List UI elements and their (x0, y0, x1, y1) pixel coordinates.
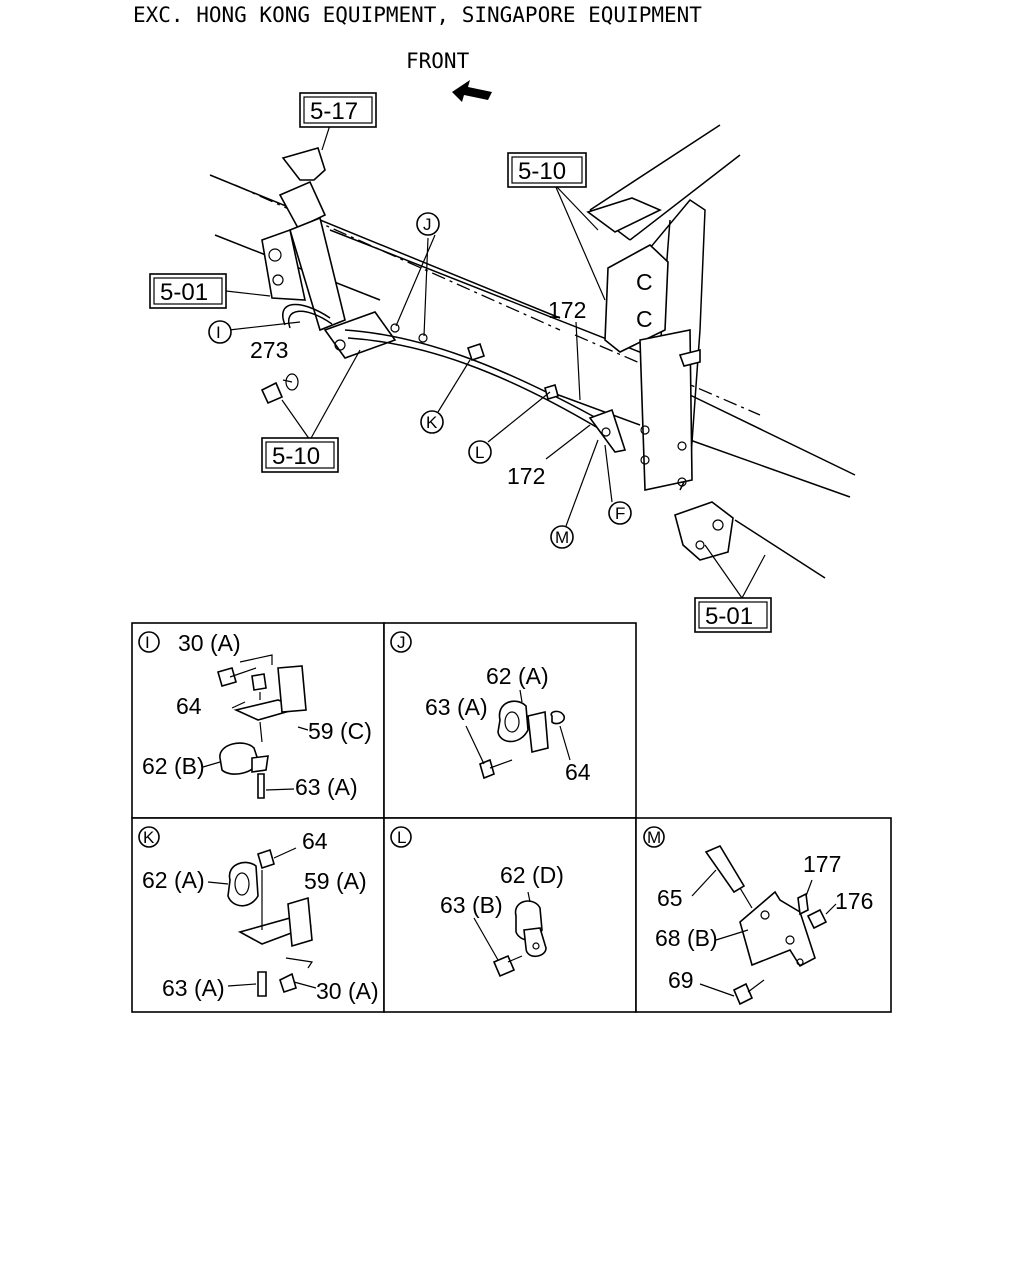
svg-text:5-01: 5-01 (705, 603, 753, 630)
ref-box-5-10-top[interactable]: 5-10 (507, 152, 587, 188)
svg-text:M: M (647, 828, 661, 847)
detail-I-part-0: 30 (A) (178, 630, 241, 656)
svg-text:L: L (397, 828, 406, 847)
svg-text:J: J (397, 633, 406, 652)
svg-text:C: C (636, 306, 653, 332)
detail-panel-J: J 62 (A) 63 (A) 64 (390, 631, 591, 785)
main-leader-lines (225, 124, 766, 599)
detail-K-part-2: 59 (A) (304, 868, 367, 894)
detail-I-part-4: 63 (A) (295, 774, 358, 800)
callout-L[interactable]: L (468, 440, 492, 464)
callout-F[interactable]: F (608, 501, 632, 525)
callout-J[interactable]: J (416, 212, 440, 236)
detail-L-part-1: 63 (B) (440, 892, 503, 918)
detail-panel-M: M 177 65 176 68 (B) 69 (643, 826, 873, 1006)
brake-lever-assembly (260, 147, 627, 453)
detail-I-part-3: 62 (B) (142, 753, 205, 779)
detail-M-part-1: 65 (657, 885, 683, 911)
svg-text:F: F (615, 504, 625, 523)
detail-J-part-1: 63 (A) (425, 694, 488, 720)
ref-box-5-10-bottom[interactable]: 5-10 (261, 437, 339, 473)
detail-panel-K: K 64 62 (A) 59 (A) 63 (A) 30 (A) (138, 826, 379, 1004)
part-label-172-top: 172 (548, 297, 586, 323)
svg-text:L: L (475, 443, 484, 462)
detail-K-part-3: 63 (A) (162, 975, 225, 1001)
ref-box-5-01-left[interactable]: 5-01 (149, 273, 227, 309)
front-label: FRONT (406, 49, 470, 73)
callout-I[interactable]: I (208, 320, 232, 344)
svg-text:C: C (636, 269, 653, 295)
svg-text:K: K (143, 828, 155, 847)
svg-text:5-17: 5-17 (310, 98, 358, 125)
svg-text:I: I (145, 633, 150, 652)
detail-panel-L: L 62 (D) 63 (B) (390, 826, 564, 978)
svg-text:J: J (423, 215, 432, 234)
detail-K-part-1: 62 (A) (142, 867, 205, 893)
detail-J-part-2: 64 (565, 759, 591, 785)
front-arrow-icon (452, 80, 492, 102)
ref-box-5-17[interactable]: 5-17 (299, 92, 377, 128)
detail-I-part-1: 64 (176, 693, 202, 719)
svg-text:K: K (426, 413, 438, 432)
svg-text:5-10: 5-10 (272, 443, 320, 470)
detail-K-part-0: 64 (302, 828, 328, 854)
svg-text:5-10: 5-10 (518, 158, 566, 185)
detail-J-part-0: 62 (A) (486, 663, 549, 689)
ref-box-5-01-bottom[interactable]: 5-01 (694, 597, 772, 633)
detail-M-part-0: 177 (803, 851, 841, 877)
callout-K[interactable]: K (420, 410, 444, 434)
part-label-273: 273 (250, 337, 288, 363)
svg-text:5-01: 5-01 (160, 279, 208, 306)
chassis-frame: C C (209, 124, 856, 579)
callout-M[interactable]: M (550, 525, 574, 549)
detail-M-part-3: 68 (B) (655, 925, 718, 951)
svg-text:I: I (216, 323, 221, 342)
detail-M-part-4: 69 (668, 967, 694, 993)
page-title: EXC. HONG KONG EQUIPMENT, SINGAPORE EQUI… (133, 3, 702, 27)
detail-I-part-2: 59 (C) (308, 718, 372, 744)
svg-text:M: M (555, 528, 569, 547)
detail-M-part-2: 176 (835, 888, 873, 914)
detail-panel-I: I 30 (A) 64 59 (C) 62 (B) 63 (A) (138, 630, 372, 800)
detail-L-part-0: 62 (D) (500, 862, 564, 888)
detail-K-part-4: 30 (A) (316, 978, 379, 1004)
part-label-172-bottom: 172 (507, 463, 545, 489)
